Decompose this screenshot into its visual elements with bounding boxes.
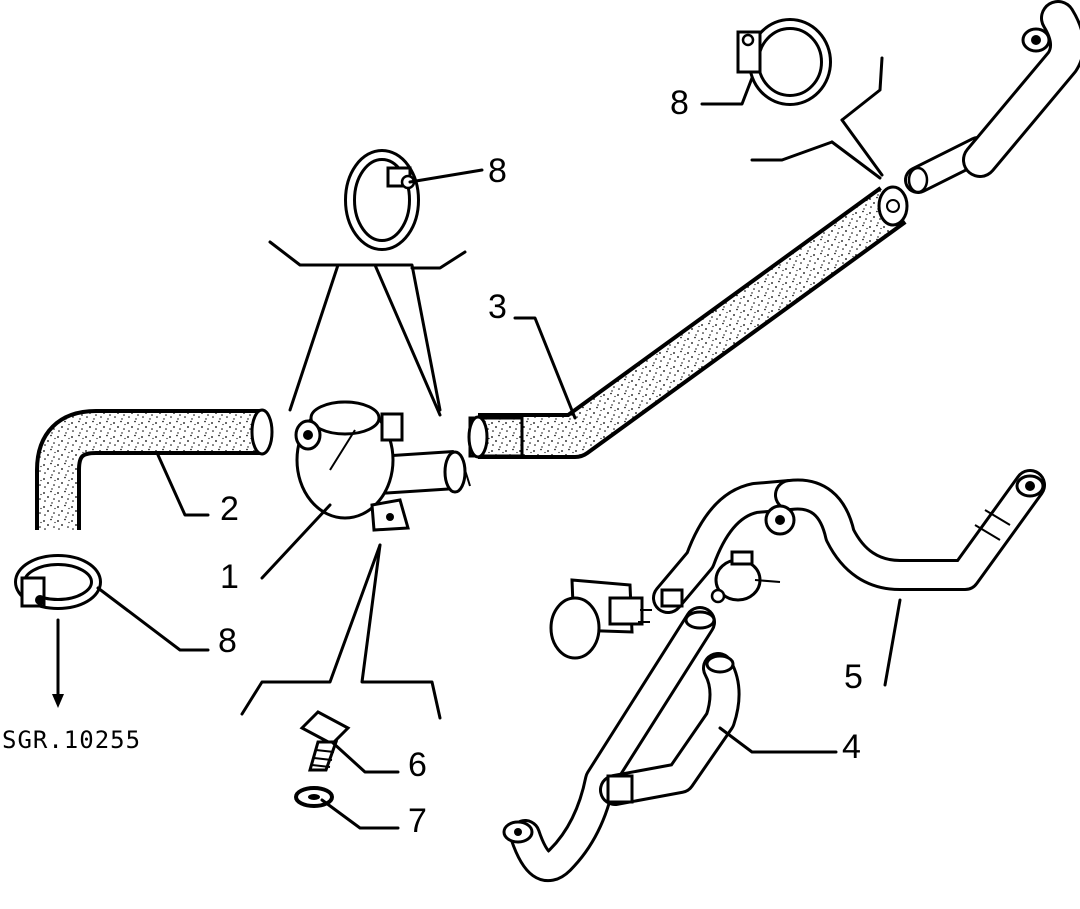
clamp-top-right bbox=[736, 18, 832, 106]
callout-clamp-top-center: 8 bbox=[488, 152, 507, 190]
callout-washer: 7 bbox=[408, 802, 427, 840]
callout-hose-upper: 5 bbox=[844, 658, 863, 696]
reference-arrow bbox=[52, 618, 64, 708]
solenoid-valve bbox=[549, 578, 652, 660]
check-valve bbox=[710, 550, 781, 604]
pipe-top-right bbox=[904, 0, 1080, 194]
tube-assembly-part-4 bbox=[502, 606, 741, 883]
tube-assembly-part-5 bbox=[652, 469, 1046, 614]
bolt-part-6 bbox=[299, 710, 351, 772]
callout-clamp-top-right: 8 bbox=[670, 84, 689, 122]
air-pump-part-1 bbox=[294, 400, 471, 532]
clamp-top-center bbox=[344, 149, 420, 251]
hose-part-2 bbox=[35, 408, 274, 530]
reference-code: SGR.10255 bbox=[2, 726, 141, 754]
leader-lines bbox=[96, 76, 902, 830]
callout-hose-left: 2 bbox=[220, 490, 239, 528]
callout-pump: 1 bbox=[220, 558, 239, 596]
callout-clamp-left: 8 bbox=[218, 622, 237, 660]
callout-bolt: 6 bbox=[408, 746, 427, 784]
clamp-left bbox=[14, 554, 102, 610]
callout-hose-lower: 4 bbox=[842, 728, 861, 766]
explosion-guide-lines bbox=[240, 56, 884, 720]
callout-hose-right: 3 bbox=[488, 288, 507, 326]
hose-part-3 bbox=[467, 185, 909, 459]
